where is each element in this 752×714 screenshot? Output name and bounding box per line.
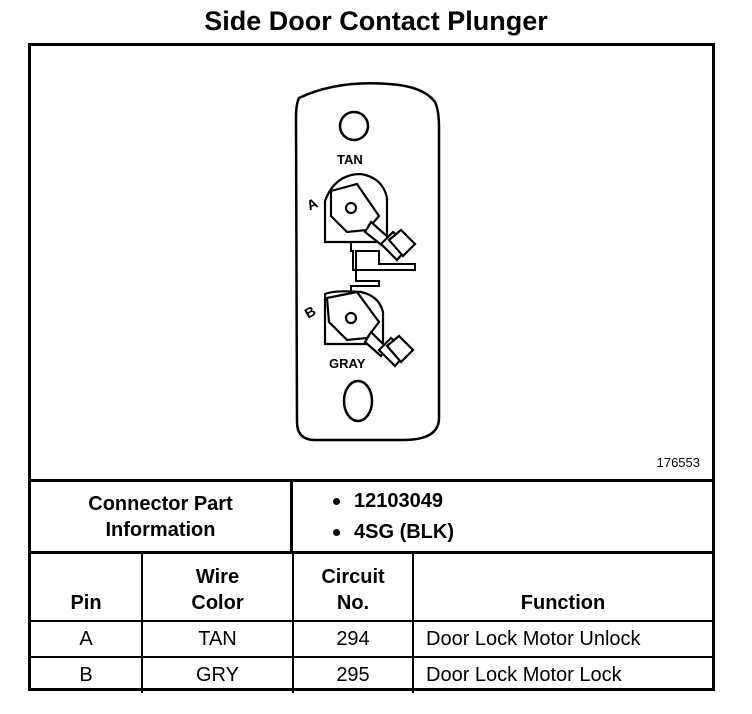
wire-label-gray: GRAY bbox=[329, 356, 366, 371]
mounting-hole-top bbox=[338, 110, 370, 142]
connector-drawing bbox=[294, 82, 441, 442]
cell-wire: TAN bbox=[141, 619, 294, 658]
list-item: 12103049 bbox=[333, 486, 454, 517]
connector-sheet: TAN GRAY A B 176553 Connector Part Infor… bbox=[28, 43, 715, 693]
cell-circuit: 295 bbox=[292, 655, 414, 693]
cell-pin: A bbox=[31, 619, 143, 658]
wire-label-tan: TAN bbox=[337, 152, 363, 167]
table-row: B GRY 295 Door Lock Motor Lock bbox=[31, 655, 712, 693]
figure-id: 176553 bbox=[656, 455, 700, 470]
connector-label-line1: Connector Part bbox=[88, 492, 233, 515]
list-item: 4SG (BLK) bbox=[333, 517, 454, 548]
cell-function: Door Lock Motor Unlock bbox=[412, 619, 712, 658]
connector-type: 4SG (BLK) bbox=[354, 521, 454, 543]
cell-circuit: 294 bbox=[292, 619, 414, 658]
cell-wire: GRY bbox=[141, 655, 294, 693]
bullet-icon bbox=[333, 529, 340, 536]
connector-diagram: TAN GRAY A B 176553 bbox=[31, 46, 712, 477]
header-pin: Pin bbox=[31, 551, 143, 622]
terminal-b bbox=[323, 290, 415, 368]
connector-part-number: 12103049 bbox=[354, 490, 443, 512]
connector-info-list: 12103049 4SG (BLK) bbox=[333, 486, 454, 548]
table-row: A TAN 294 Door Lock Motor Unlock bbox=[31, 619, 712, 658]
cell-pin: B bbox=[31, 655, 143, 693]
mounting-slot-bottom bbox=[342, 379, 374, 423]
connector-label-line2: Information bbox=[105, 518, 216, 541]
connector-info-label: Connector Part Information bbox=[31, 482, 293, 551]
header-function: Function bbox=[412, 551, 712, 622]
page-title: Side Door Contact Plunger bbox=[204, 6, 548, 36]
cell-function: Door Lock Motor Lock bbox=[412, 655, 712, 693]
terminal-bracket bbox=[325, 237, 416, 295]
connector-info-row: Connector Part Information 12103049 4SG … bbox=[31, 479, 712, 551]
bullet-icon bbox=[333, 498, 340, 505]
terminal-a bbox=[323, 172, 417, 262]
